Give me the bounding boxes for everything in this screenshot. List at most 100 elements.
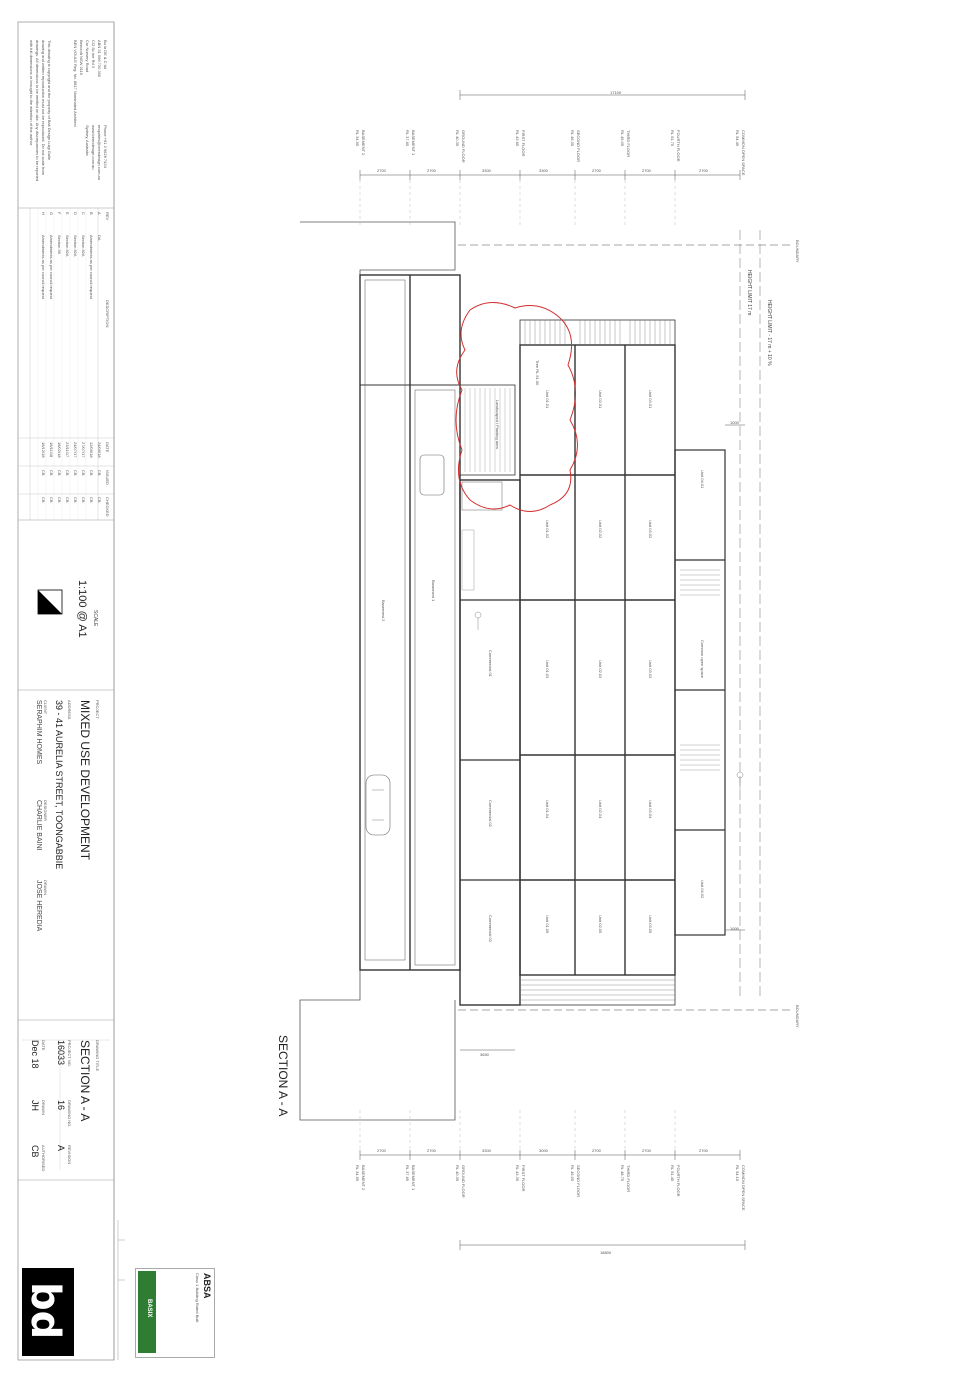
railing-hatch	[680, 569, 720, 771]
bottom-balustrade	[519, 974, 676, 1006]
basix-stamp: ABSA Class 1 Building Rated Built BASIX	[135, 1268, 215, 1358]
drawn-value: JOSE HEREDIA	[35, 880, 42, 932]
address-value: 39 - 41 AURELIA STREET, TOONGABBIE	[54, 700, 64, 870]
level-label-top: BASEMENT 1	[411, 130, 416, 156]
level-label-top: FOURTH FLOOR	[676, 130, 681, 162]
revision-cell: 12/09/18	[89, 442, 94, 458]
dim-top: 3300	[482, 168, 491, 173]
level-label-top: GROUND FLOOR	[461, 130, 466, 163]
level-label-bottom: FOURTH FLOOR	[676, 1165, 681, 1197]
revision-cell: 18/12/18	[41, 442, 46, 458]
project-name: MIXED USE DEVELOPMENT	[78, 700, 92, 861]
level-label-bottom: THIRD FLOOR	[626, 1165, 631, 1193]
firm-info-line: Bu la DE & C ltd	[103, 40, 108, 69]
revision-cell: 18/11/18	[49, 442, 54, 458]
revision-cell: CB	[81, 470, 86, 476]
revision-cell: B	[89, 212, 94, 215]
person-icon-ground	[474, 611, 482, 630]
level-label-bottom: SECOND FLOOR	[576, 1165, 581, 1198]
authorised-label: AUTHORISED	[41, 1145, 46, 1172]
level-label-bottom: BASEMENT 2	[361, 1165, 366, 1191]
room-label-common-open: Common open space	[700, 640, 705, 679]
north-arrow-icon	[37, 589, 63, 615]
drawn-label: DRAWN	[43, 880, 48, 895]
revision-cell: CB	[89, 497, 94, 503]
revision-cell: Section 82A	[65, 235, 70, 257]
revision-cell: CB	[41, 497, 46, 503]
revision-cell: D	[73, 212, 78, 215]
room-label-unit-2-02: Unit 02.02	[598, 520, 603, 539]
room-label-unit-4-01: Unit 04.01	[700, 470, 705, 489]
room-label-unit-1-04: Unit 01.04	[545, 800, 550, 819]
level-rl-top: RL 40.35	[455, 130, 460, 147]
dim-top: 2700	[427, 168, 436, 173]
dim-top: 2700	[377, 168, 386, 173]
dim-top: 2700	[699, 168, 708, 173]
revision-cell: CB	[57, 497, 62, 503]
room-label-unit-2-05: Unit 02.05	[598, 915, 603, 934]
dim-bottom: 2700	[642, 1148, 651, 1153]
level-label-top: COMMON OPEN SPACE	[741, 130, 746, 176]
dim-top: 3300	[539, 168, 548, 173]
dim-bottom-total: 18800	[600, 1250, 612, 1255]
room-label-basement1: Basement 1	[431, 580, 436, 602]
room-label-unit-1-02: Unit 01.02	[545, 520, 550, 539]
height-limit-plus-label: HEIGHT LIMIT - 17 m + 10 %	[766, 300, 772, 366]
firm-info-line: Sydney, Australia	[85, 125, 90, 156]
room-label-landscaped: Landscaped / Planting area	[495, 400, 500, 449]
level-rl-top: RL 34.95	[355, 130, 360, 147]
section-title: SECTION A - A	[276, 1035, 290, 1117]
revision-cell: Section 82A	[73, 235, 78, 257]
level-rl-bottom: RL 37.65	[405, 1165, 410, 1182]
rev-header-issued: ISSUED	[105, 470, 110, 485]
firm-info-line: enquiries@ceendesign.com.au	[97, 125, 102, 180]
room-label-unit-3-05: Unit 03.05	[648, 915, 653, 934]
revision-cell: Amendments as per council request	[49, 235, 54, 299]
copyright-line: drawing and written reproduction must no…	[41, 40, 46, 175]
level-label-top: BASEMENT 2	[361, 130, 366, 156]
date-label: DATE	[41, 1040, 46, 1051]
height-limit-label: HEIGHT LIMIT 17 m	[746, 270, 752, 316]
firm-info-line: ABN 31 066 720 300	[97, 40, 102, 78]
level-rl-top: RL 49.05	[620, 130, 625, 147]
date-value: Dec 18	[30, 1040, 40, 1069]
level-rl-bottom: RL 43.35	[515, 1165, 520, 1182]
basix-sub: Class 1 Building Rated Built	[195, 1273, 200, 1323]
person-icon	[736, 771, 744, 790]
level-rl-top: RL 43.65	[515, 130, 520, 147]
revision-cell: 27/07/17	[81, 442, 86, 458]
revision-cell: CB	[41, 470, 46, 476]
revision-cell: Amendments as per council request	[89, 235, 94, 299]
revision-cell: CB	[57, 470, 62, 476]
basix-green-band	[138, 1271, 156, 1353]
top-dimension-lines	[359, 90, 746, 180]
basix-heading: ABSA	[202, 1273, 212, 1299]
level-rl-top: RL 51.75	[670, 130, 675, 147]
copyright-line: This drawing is copyright and the proper…	[47, 40, 52, 161]
project-label: PROJECT	[95, 700, 100, 719]
revision-cell: CB	[81, 497, 86, 503]
revision-cell: A	[97, 212, 102, 215]
revision-cell: Section 82A	[81, 235, 86, 257]
revision-cell: CB	[73, 497, 78, 503]
revision-cell: Amendments as per council request	[41, 235, 46, 299]
dim-1000-b: 1000	[730, 926, 739, 931]
firm-info-line: Cur Nursery Road	[85, 40, 90, 73]
boundary-top-label: BOUNDARY	[795, 240, 800, 263]
rev-header-description: DESCRIPTION	[105, 300, 110, 328]
scale-label: SCALE	[92, 610, 98, 627]
copyright-line: drawings. All dimensions to be verified …	[35, 40, 40, 182]
revision-cell: H	[41, 212, 46, 215]
level-rl-top: RL 37.65	[405, 130, 410, 147]
room-label-unit-3-04: Unit 03.04	[648, 800, 653, 819]
level-rl-bottom: RL 46.05	[570, 1165, 575, 1182]
revision-cell: CB	[97, 470, 102, 476]
project-no-label: PROJECT NO.	[67, 1040, 72, 1067]
room-label-unit-4-02: Unit 04.02	[700, 880, 705, 899]
revision-cell: DA	[97, 235, 102, 241]
revision-cell: C	[81, 212, 86, 215]
firm-info-line: Beecroft NSW 2119	[79, 40, 84, 76]
room-label-unit-3-01: Unit 03.01	[648, 390, 653, 409]
car-icon	[365, 774, 391, 836]
